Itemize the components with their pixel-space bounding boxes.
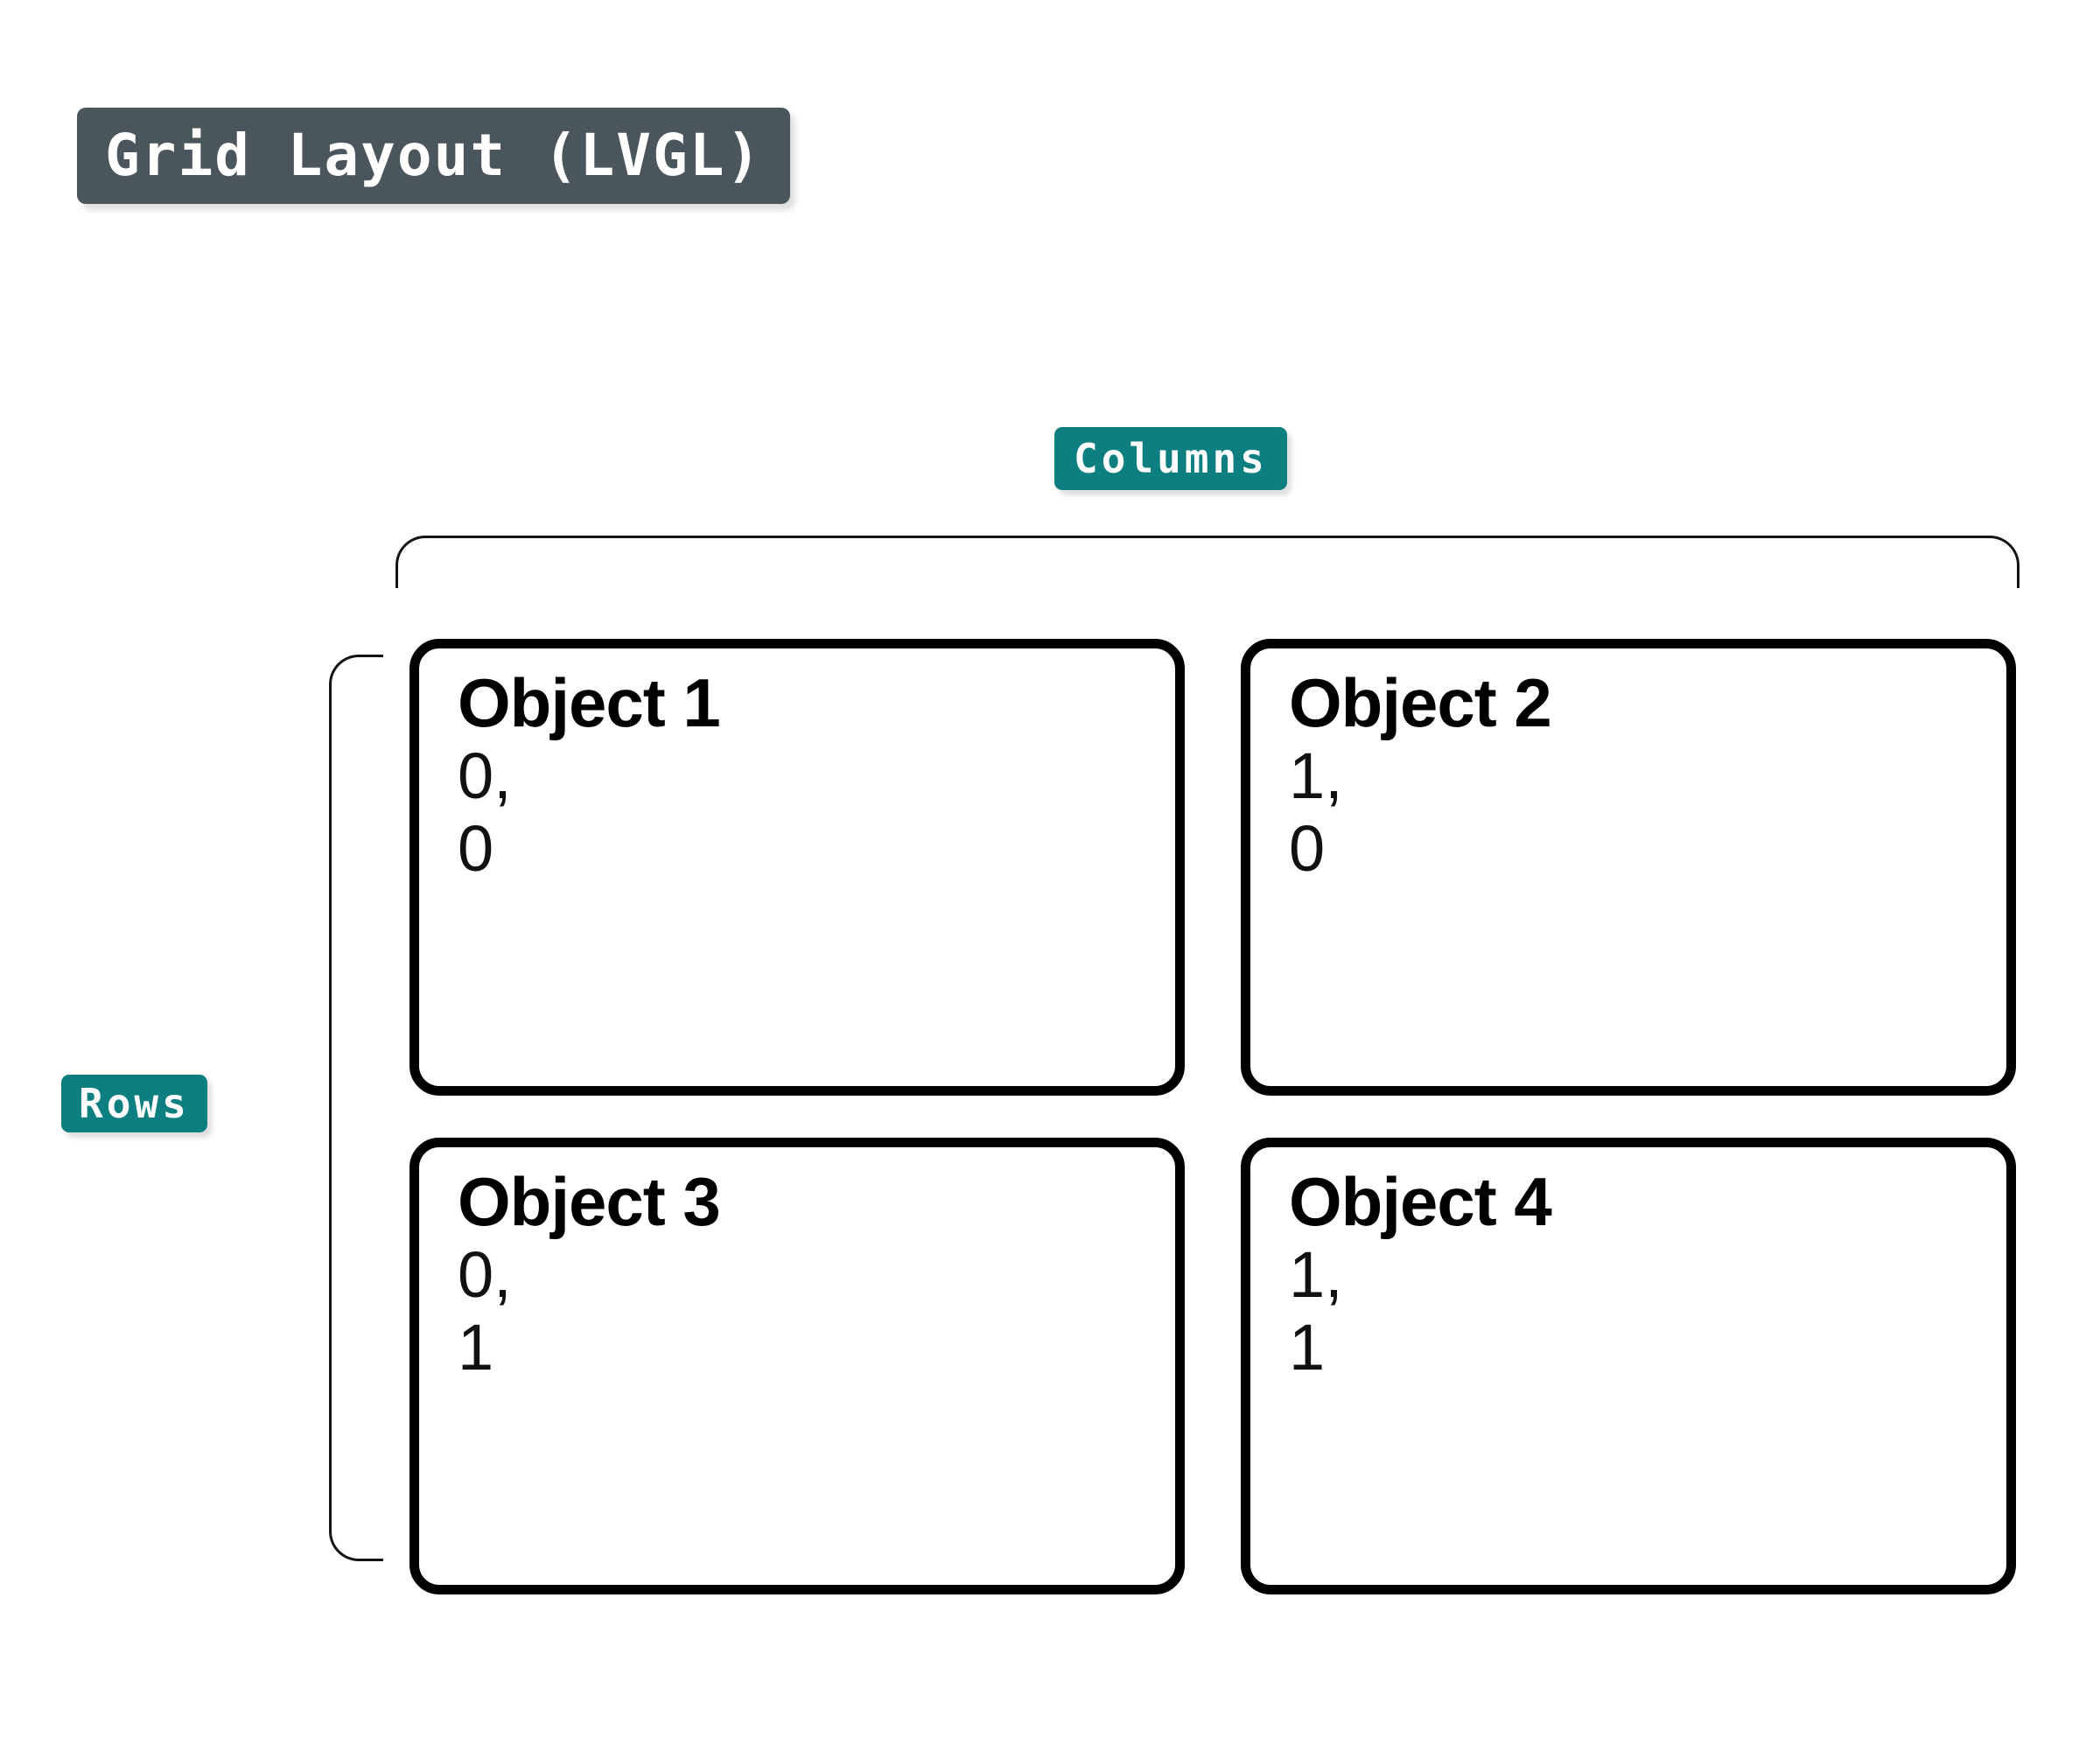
grid-cell-title: Object 1	[458, 664, 721, 741]
rows-axis-badge: Rows	[61, 1075, 207, 1132]
grid-cell-col-index: 0,	[458, 739, 512, 813]
grid-cell-title: Object 4	[1289, 1163, 1552, 1240]
grid-cell-row-index: 1	[458, 1310, 494, 1384]
grid-cell-object-2[interactable]: Object 2 1, 0	[1241, 639, 2016, 1096]
grid-cell-col-index: 1,	[1289, 739, 1343, 813]
columns-axis-label: Columns	[1074, 435, 1268, 482]
rows-span-bracket	[329, 655, 383, 1561]
grid-cell-title: Object 3	[458, 1163, 721, 1240]
grid-cell-col-index: 0,	[458, 1238, 512, 1312]
grid-cell-coords: 1, 0	[1289, 739, 1982, 886]
grid-cell-title: Object 2	[1289, 664, 1552, 741]
grid-cell-object-1[interactable]: Object 1 0, 0	[410, 639, 1185, 1096]
grid-cell-object-4[interactable]: Object 4 1, 1	[1241, 1138, 2016, 1594]
diagram-title-badge: Grid Layout (LVGL)	[77, 108, 791, 204]
columns-axis-badge: Columns	[1054, 427, 1287, 490]
diagram-title-text: Grid Layout (LVGL)	[105, 122, 763, 189]
grid-cell-row-index: 1	[1289, 1310, 1326, 1384]
rows-axis-label: Rows	[79, 1080, 190, 1127]
grid-cell-col-index: 1,	[1289, 1238, 1343, 1312]
grid-cell-row-index: 0	[458, 811, 494, 885]
grid-cell-coords: 1, 1	[1289, 1238, 1982, 1384]
grid-cell-object-3[interactable]: Object 3 0, 1	[410, 1138, 1185, 1594]
grid-cell-coords: 0, 0	[458, 739, 1151, 886]
grid-cell-coords: 0, 1	[458, 1238, 1151, 1384]
columns-span-bracket	[396, 536, 2020, 588]
grid-cell-row-index: 0	[1289, 811, 1326, 885]
